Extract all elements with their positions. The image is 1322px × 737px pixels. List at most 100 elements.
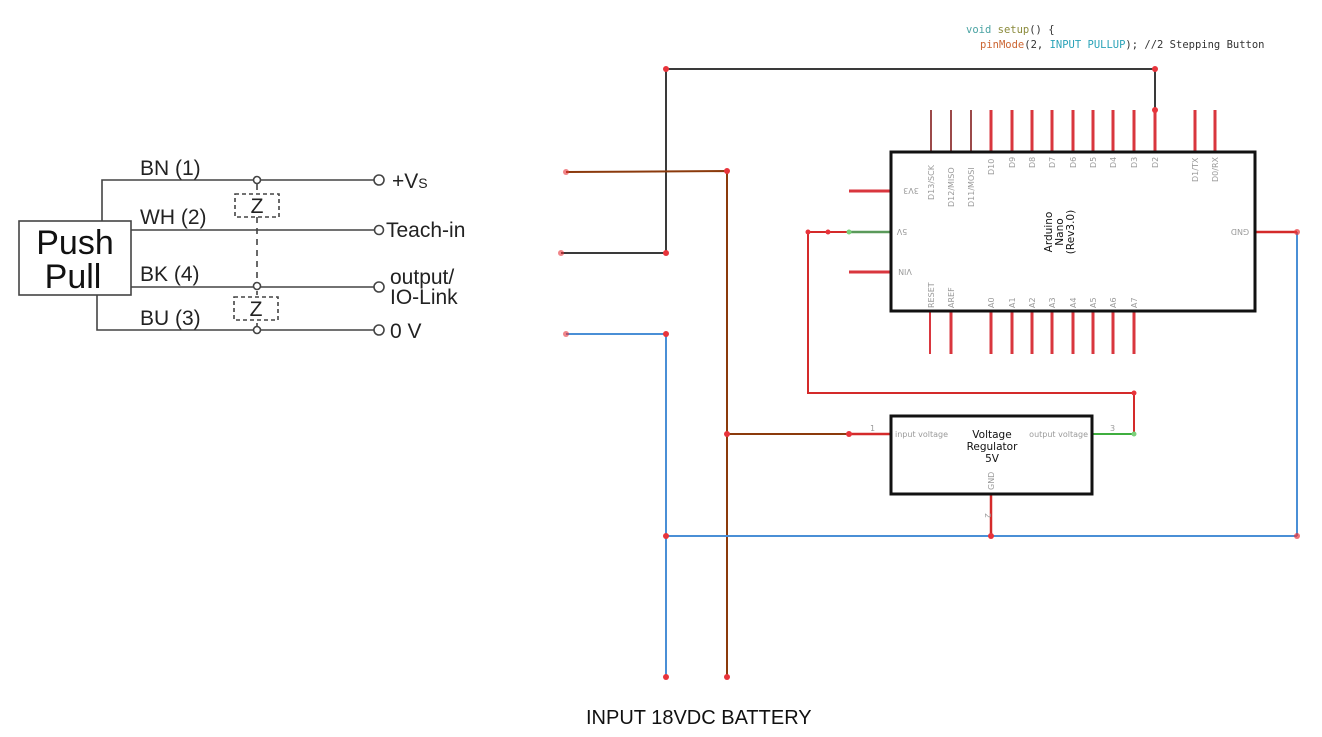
- node: [724, 431, 730, 437]
- code-line-1: void setup() {: [966, 24, 1055, 36]
- node: [825, 229, 831, 235]
- node: [846, 229, 852, 235]
- pin-label-d0: D0/RX: [1211, 156, 1220, 182]
- pin-label-d13: D13/SCK: [927, 164, 936, 200]
- terminal-label-io-link: IO-Link: [390, 286, 458, 309]
- node: [663, 533, 669, 539]
- load-z-box-top: [234, 193, 280, 218]
- code-line-2: pinMode(2, INPUT PULLUP); //2 Stepping B…: [980, 39, 1265, 51]
- node: [558, 250, 564, 256]
- pin-label-3v3: 3V3: [903, 186, 919, 195]
- node: [1131, 390, 1137, 396]
- pin-label-a6: A6: [1109, 297, 1118, 308]
- pin-label-gnd: GND: [1231, 227, 1249, 236]
- node: [1294, 533, 1300, 539]
- code-func-pinmode: pinMode: [980, 39, 1024, 51]
- arduino-title-line1: Arduino: [1043, 212, 1055, 253]
- pull-label: Pull: [45, 258, 102, 296]
- pin-label-a0: A0: [987, 297, 996, 308]
- terminal-0v: [373, 324, 385, 336]
- wire-label-bn: BN (1): [140, 157, 201, 180]
- node: [663, 674, 669, 680]
- node: [663, 66, 669, 72]
- code-snippet: void setup() { pinMode(2, INPUT PULLUP);…: [966, 24, 1265, 51]
- pin-label-a5: A5: [1089, 297, 1098, 308]
- arduino-title: Arduino Nano (Rev3.0): [1043, 210, 1077, 254]
- pin-label-d6: D6: [1069, 157, 1078, 168]
- pin-label-d7: D7: [1048, 157, 1057, 168]
- reg-pin-num-input: 1: [870, 424, 875, 433]
- code-func-setup: setup: [998, 24, 1030, 36]
- voltage-regulator: Voltage Regulator 5V input voltage outpu…: [849, 414, 1115, 536]
- regulator-body: [889, 414, 1094, 496]
- terminal-label-teach-in: Teach-in: [386, 219, 465, 242]
- node: [988, 533, 994, 539]
- pin-label-reset: RESET: [927, 282, 936, 308]
- terminal-label-output: output/: [390, 266, 454, 289]
- pin-label-d1: D1/TX: [1191, 157, 1200, 182]
- code-constant: INPUT PULLUP: [1050, 39, 1126, 51]
- wire-bn: [101, 179, 374, 221]
- arduino-top-pin-labels: D13/SCK D12/MISO D11/MOSI D10 D9 D8 D7 D…: [927, 156, 1220, 207]
- node: [663, 331, 669, 337]
- arduino-left-pins: [849, 189, 891, 274]
- reg-pin-num-output: 3: [1110, 424, 1115, 433]
- wire-red-5v: [807, 231, 1135, 434]
- wire-label-wh: WH (2): [140, 206, 207, 229]
- terminal-label-vs-main: +V: [392, 170, 418, 193]
- sensor-diagram: [18, 174, 385, 336]
- wire-blue-gnd-input: [566, 333, 667, 677]
- push-label: Push: [36, 224, 114, 262]
- arduino-nano: Arduino Nano (Rev3.0) D13/SCK D12/MISO D…: [849, 110, 1297, 354]
- reg-pin-label-gnd: GND: [987, 472, 996, 490]
- node: [1294, 229, 1300, 235]
- node: [1152, 66, 1158, 72]
- terminal-label-0v: 0 V: [390, 320, 422, 343]
- load-z-label: Z: [250, 298, 263, 321]
- push-pull-box: [18, 220, 132, 296]
- battery-caption: INPUT 18VDC BATTERY: [586, 707, 812, 729]
- reg-pin-label-output: output voltage: [1029, 430, 1088, 439]
- node: [563, 169, 569, 175]
- code-text: () {: [1029, 24, 1054, 36]
- arduino-title-line3: (Rev3.0): [1065, 210, 1077, 254]
- arduino-top-pins: [930, 110, 1217, 152]
- wire-label-bu: BU (3): [140, 307, 201, 330]
- arduino-bottom-pins: [929, 311, 1136, 354]
- code-comment: ); //2 Stepping Button: [1125, 39, 1264, 51]
- reg-pin-num-gnd: 2: [983, 513, 992, 518]
- pin-label-d9: D9: [1008, 157, 1017, 168]
- node: [724, 168, 730, 174]
- sensor-labels: Push Pull BN (1) WH (2) BK (4) BU (3) +V…: [36, 157, 465, 343]
- pin-label-d12: D12/MISO: [947, 167, 956, 207]
- junction-node: [252, 175, 262, 185]
- pin-label-d3: D3: [1130, 157, 1139, 168]
- node: [805, 229, 811, 235]
- node: [724, 674, 730, 680]
- pin-label-aref: AREF: [947, 287, 956, 308]
- code-keyword-void: void: [966, 24, 991, 36]
- pin-label-a4: A4: [1069, 297, 1078, 308]
- pin-label-a2: A2: [1028, 297, 1037, 308]
- terminal-vs: [373, 174, 385, 186]
- pin-label-d8: D8: [1028, 157, 1037, 168]
- load-z-label: Z: [251, 195, 264, 218]
- terminal-teach-in: [373, 224, 385, 236]
- node: [663, 250, 669, 256]
- code-text: (2,: [1024, 39, 1049, 51]
- pin-label-vin: VIN: [898, 267, 912, 276]
- junction-node: [252, 325, 262, 335]
- node: [1152, 107, 1158, 113]
- reg-pin-label-input: input voltage: [895, 430, 948, 439]
- arduino-title-line2: Nano: [1054, 218, 1066, 245]
- wire-bu: [96, 295, 374, 331]
- pin-label-5v: 5V: [896, 227, 907, 236]
- wire-label-bk: BK (4): [140, 263, 200, 286]
- junction-node: [252, 281, 262, 291]
- arduino-bottom-pin-labels: RESET AREF A0 A1 A2 A3 A4 A5 A6 A7: [927, 282, 1139, 308]
- node: [563, 331, 569, 337]
- regulator-title-line3: 5V: [985, 453, 1000, 465]
- terminal-label-vs-sub: S: [418, 175, 427, 191]
- pin-label-a7: A7: [1130, 297, 1139, 308]
